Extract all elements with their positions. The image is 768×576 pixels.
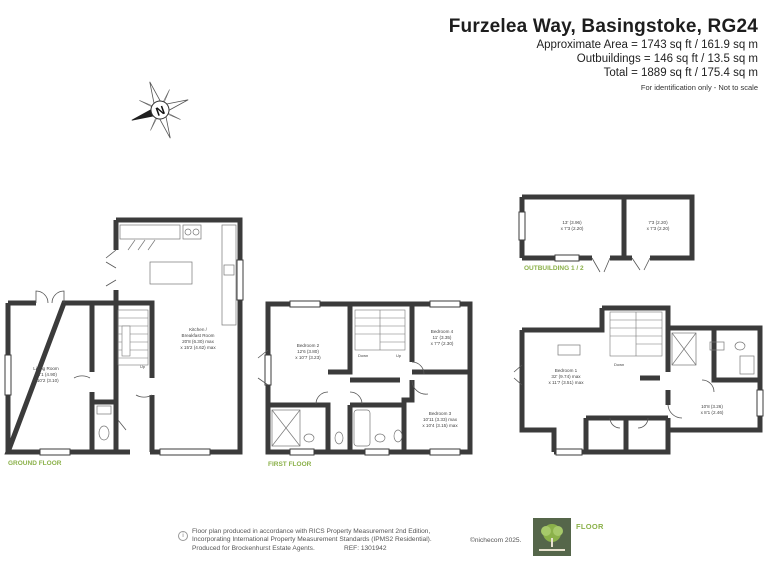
tree-icon: [533, 518, 571, 556]
bedroom-4-label: Bedroom 4: [431, 329, 454, 334]
bedroom-2-label: Bedroom 2: [297, 343, 320, 348]
bedroom-2-dim-1: 12'6 (3.80): [297, 349, 319, 354]
bedroom-1-dim-2: x 11'7 (3.51) max: [548, 380, 584, 385]
living-room-dim-2: x 10'2 (3.10): [33, 378, 59, 383]
footer-line-2: Incorporating International Property Mea…: [192, 536, 432, 544]
bedroom-3-dim-1: 10'11 (3.33) max: [423, 417, 458, 422]
footer-line-1: Floor plan produced in accordance with R…: [192, 528, 431, 535]
second-floor-label: FLOOR: [576, 522, 604, 531]
kitchen-dim-1: 20'8 (6.30) max: [182, 339, 214, 344]
kitchen-label: Kitchen /: [189, 327, 208, 332]
second-room-dim-1: 10'8 (3.26): [701, 404, 723, 409]
first-floor-stairs: [354, 309, 406, 351]
bedroom-4-dim-1: 11' (3.35): [433, 335, 452, 340]
second-stairs-down-label: Down: [614, 362, 624, 367]
first-floor-doors: [257, 349, 429, 405]
bedroom-2-dim-2: x 10'7 (3.23): [295, 355, 321, 360]
outbuilding-doors: [591, 257, 651, 273]
info-icon: i: [178, 531, 188, 541]
living-room-french-doors: [35, 290, 65, 304]
address-title: Furzelea Way, Basingstoke, RG24: [448, 16, 758, 37]
second-floor-walls: [519, 305, 763, 455]
outbuilding-2-dim-1: 7'3 (2.20): [648, 220, 668, 225]
ground-floor-windows: [4, 259, 244, 456]
bedroom-1-dim-1: 32' (9.74) max: [551, 374, 581, 379]
outbuilding-1-dim-2: x 7'3 (2.20): [561, 226, 584, 231]
outbuilding-2-dim-2: x 7'3 (2.20): [647, 226, 670, 231]
total-area: Total = 1889 sq ft / 175.4 sq m: [603, 67, 758, 79]
first-stairs-down-label: Down: [358, 353, 368, 358]
second-room-dim-2: x 8'1 (2.46): [701, 410, 724, 415]
disclaimer: For identification only - Not to scale: [640, 83, 758, 92]
bedroom-3-dim-2: x 10'4 (3.15) max: [422, 423, 458, 428]
reference: REF: 1301942: [344, 545, 387, 552]
living-room-dim-1: 16'1 (4.90): [35, 372, 57, 377]
outbuildings-area: Outbuildings = 146 sq ft / 13.5 sq m: [576, 53, 758, 65]
first-floor-bathroom-fittings: [271, 409, 403, 447]
footer-notes: Floor plan produced in accordance with R…: [192, 528, 432, 553]
agent-logo: [533, 518, 571, 556]
kitchen-label-2: Breakfast Room: [182, 333, 215, 338]
outbuilding-windows: [518, 211, 580, 262]
header: Furzelea Way, Basingstoke, RG24 Approxim…: [449, 16, 758, 92]
bedroom-1-label: Bedroom 1: [555, 368, 578, 373]
living-room-label: Living Room: [33, 366, 59, 371]
footer-line-3: Produced for Brockenhurst Estate Agents.: [192, 544, 315, 552]
second-floor-ensuite: [557, 332, 755, 375]
kitchen-doors: [73, 249, 153, 431]
second-floor-windows: [555, 389, 764, 456]
bedroom-3-label: Bedroom 3: [429, 411, 452, 416]
copyright: ©nichecom 2025.: [470, 537, 522, 544]
kitchen-fittings: [119, 224, 237, 326]
compass-icon: [131, 81, 189, 139]
outbuilding-label: OUTBUILDING 1 / 2: [524, 265, 584, 272]
ground-floor-label: GROUND FLOOR: [8, 460, 62, 467]
second-floor-stairs: [609, 311, 663, 357]
first-floor-label: FIRST FLOOR: [268, 461, 312, 468]
ground-wc: [96, 405, 112, 441]
ground-stairs-up-label: Up: [140, 364, 146, 369]
first-floor-walls: [265, 301, 473, 455]
approximate-area: Approximate Area = 1743 sq ft / 161.9 sq…: [536, 39, 758, 51]
first-stairs-up-label: Up: [396, 353, 402, 358]
bedroom-4-dim-2: x 7'7 (2.30): [431, 341, 454, 346]
second-floor-doors: [513, 364, 715, 429]
outbuilding-1-dim-1: 13' (3.96): [562, 220, 582, 225]
kitchen-dim-2: x 15'2 (4.62) max: [180, 345, 216, 350]
ground-stairs: [117, 309, 149, 366]
